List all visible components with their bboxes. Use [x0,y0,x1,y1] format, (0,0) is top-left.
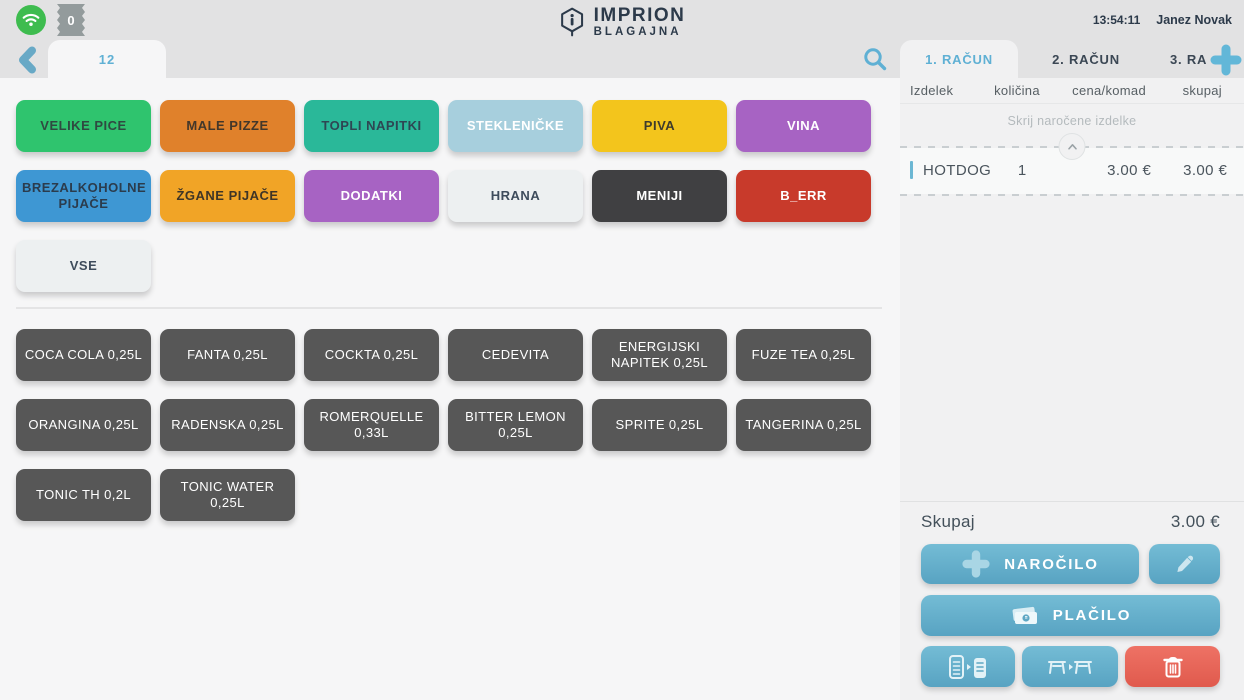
logo-subtitle: BLAGAJNA [593,25,682,38]
receipt-rows: HOTDOG 1 3.00 € 3.00 € [900,148,1244,194]
wifi-status-button[interactable] [16,5,46,35]
receipt-header-row: Izdelek količina cena/komad skupaj [900,78,1244,104]
move-items-to-receipt-button[interactable] [921,646,1015,687]
receipt-tab-3-label: 3. RA [1170,51,1208,67]
delete-receipt-button[interactable] [1125,646,1220,687]
clock: 13:54:11 [1092,13,1141,27]
back-chevron-icon [19,46,36,74]
product-button[interactable]: ORANGINA 0,25L [16,399,151,451]
plus-icon [1210,44,1242,76]
receipt-panel: Izdelek količina cena/komad skupaj Skrij… [900,78,1244,700]
order-button[interactable]: NAROČILO [921,544,1139,584]
search-icon [864,48,887,71]
category-button[interactable]: PIVA [592,100,727,152]
item-unit-price: 3.00 € [1107,161,1152,179]
pencil-icon [1176,555,1193,572]
table-transfer-icon [1048,660,1092,674]
category-button[interactable]: VINA [736,100,871,152]
product-button[interactable]: FUZE TEA 0,25L [736,329,871,381]
category-button[interactable]: VSE [16,240,151,292]
product-button[interactable]: TANGERINA 0,25L [736,399,871,451]
product-button[interactable]: CEDEVITA [448,329,583,381]
pay-button-label: PLAČILO [1052,607,1132,624]
product-button[interactable]: TONIC WATER 0,25L [160,469,295,521]
chevron-up-icon [1067,143,1077,150]
dashed-line [900,194,1244,196]
back-button[interactable] [13,45,41,75]
category-button[interactable]: MALE PIZZE [160,100,295,152]
summary-row: Skupaj 3.00 € [921,509,1220,535]
category-button[interactable]: ŽGANE PIJAČE [160,170,295,222]
pending-receipts-badge[interactable]: 0 [57,4,85,36]
receipt-transfer-icon [949,654,986,679]
receipt-tab-1[interactable]: 1. RAČUN [900,40,1018,78]
top-status-bar: 0 IMPRION BLAGAJNA 13:54:11 Janez Novak [0,0,1244,40]
badge-count: 0 [67,12,75,28]
edit-receipt-button[interactable] [1149,544,1220,584]
product-button[interactable]: RADENSKA 0,25L [160,399,295,451]
receipt-empty-space [900,196,1244,501]
receipt-tab-1-label: 1. RAČUN [925,51,993,67]
item-accent-bar [910,161,913,179]
receipt-tab-3[interactable]: 3. RA [1164,40,1214,78]
col-header-unit-price: cena/komad [1072,83,1146,98]
col-header-item: Izdelek [910,83,954,98]
item-name: HOTDOG [910,161,991,179]
logged-in-user[interactable]: Janez Novak [1156,13,1232,27]
category-button[interactable]: BREZALKOHOLNE PIJAČE [16,170,151,222]
product-button[interactable]: SPRITE 0,25L [592,399,727,451]
receipt-tab-2[interactable]: 2. RAČUN [1032,40,1140,78]
product-button[interactable]: TONIC TH 0,2L [16,469,151,521]
product-button[interactable]: COCKTA 0,25L [304,329,439,381]
product-button[interactable]: ENERGIJSKI NAPITEK 0,25L [592,329,727,381]
category-button[interactable]: DODATKI [304,170,439,222]
order-button-label: NAROČILO [1004,555,1099,573]
banknote-icon [1012,606,1037,624]
table-tab-label: 12 [98,51,116,67]
summary-label: Skupaj [921,512,975,531]
collapse-divider [900,133,1244,160]
receipt-row[interactable]: HOTDOG 1 3.00 € 3.00 € [900,148,1244,194]
plus-icon [962,550,990,578]
header-bar: 0 IMPRION BLAGAJNA 13:54:11 Janez Novak [0,0,1244,78]
hide-ordered-items-label[interactable]: Skrij naročene izdelke [1007,114,1137,128]
order-button-row: NAROČILO [921,544,1220,584]
category-button[interactable]: STEKLENIČKE [448,100,583,152]
category-button[interactable]: VELIKE PICE [16,100,151,152]
receipt-footer: Skupaj 3.00 € NAROČILO [900,501,1244,700]
category-button[interactable]: MENIJI [592,170,727,222]
move-to-table-button[interactable] [1022,646,1118,687]
category-button[interactable]: TOPLI NAPITKI [304,100,439,152]
top-right-info: 13:54:11 Janez Novak [1093,0,1232,40]
wifi-icon [22,13,40,26]
product-button[interactable]: COCA COLA 0,25L [16,329,151,381]
item-total: 3.00 € [1183,161,1228,179]
utility-button-row [921,646,1220,687]
item-qty: 1 [1017,161,1027,179]
imprion-logo-icon [561,7,584,37]
pay-button[interactable]: PLAČILO [921,595,1220,636]
search-button[interactable] [860,45,890,75]
col-header-total: skupaj [1182,83,1222,98]
col-header-qty: količina [994,83,1040,98]
section-divider [16,307,882,309]
product-button[interactable]: ROMERQUELLE 0,33L [304,399,439,451]
logo-title: IMPRION [593,5,686,26]
table-tab[interactable]: 12 [48,40,166,78]
category-button[interactable]: B_ERR [736,170,871,222]
summary-value: 3.00 € [1170,512,1220,531]
logo-text: IMPRION BLAGAJNA [594,6,686,38]
category-button[interactable]: HRANA [448,170,583,222]
add-receipt-button[interactable] [1210,44,1242,76]
product-button[interactable]: FANTA 0,25L [160,329,295,381]
product-button[interactable]: BITTER LEMON 0,25L [448,399,583,451]
collapse-toggle-button[interactable] [1058,133,1086,160]
receipt-tab-2-label: 2. RAČUN [1052,51,1120,67]
trash-icon [1162,656,1183,677]
app-logo: IMPRION BLAGAJNA [559,6,686,38]
